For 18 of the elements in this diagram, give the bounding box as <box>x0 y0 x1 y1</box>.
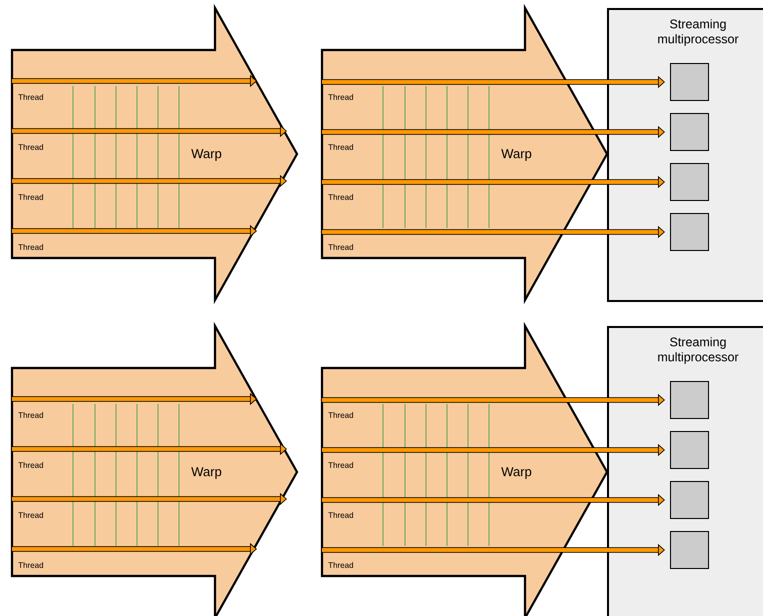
thread-label: Thread <box>18 194 44 200</box>
thread-label: Thread <box>328 244 354 250</box>
core-box <box>670 531 709 569</box>
core-box <box>670 381 709 419</box>
core-box <box>670 113 709 151</box>
core-box <box>670 431 709 469</box>
core-box <box>670 213 709 251</box>
warp-label: Warp <box>501 149 532 161</box>
thread-label: Thread <box>18 94 44 100</box>
thread-label: Thread <box>328 94 354 100</box>
thread-label: Thread <box>18 144 44 150</box>
thread-label: Thread <box>18 244 44 250</box>
thread-label: Thread <box>328 194 354 200</box>
core-box <box>670 163 709 201</box>
thread-label: Thread <box>328 144 354 150</box>
core-box <box>670 63 709 101</box>
warp-label: Warp <box>191 149 222 161</box>
core-box <box>670 481 709 519</box>
